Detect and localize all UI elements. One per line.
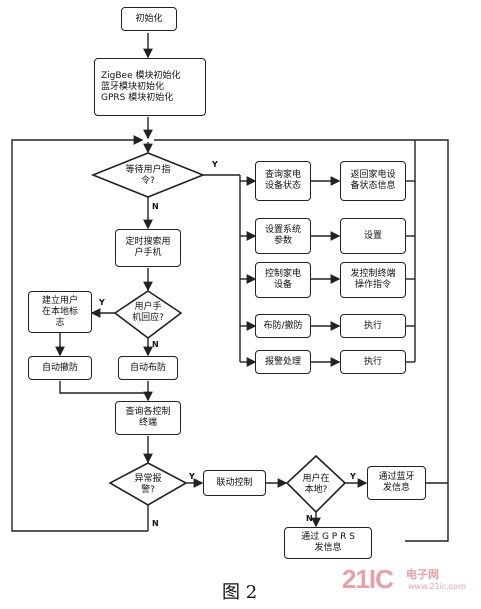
phone-no-label: N: [152, 340, 159, 349]
local-no-label: N: [306, 514, 313, 523]
modules-init-box: ZigBee 模块初始化 蓝牙模块初始化 GPRS 模块初始化: [94, 58, 206, 116]
execute1-box: 执行: [340, 314, 406, 338]
control-device-box: 控制家电 设备: [255, 262, 311, 298]
alarm-handle-label: 报警处理: [264, 356, 301, 367]
arm-disarm-label: 布防/撤防: [263, 320, 303, 331]
create-user-box: 建立用户 在本地标 志: [28, 291, 92, 333]
auto-arm-box: 自动布防: [118, 356, 178, 380]
init-label: 初始化: [135, 13, 163, 24]
arm-disarm-box: 布防/撤防: [255, 314, 311, 338]
create-user-label: 建立用户 在本地标 志: [41, 295, 78, 328]
set-box: 设置: [340, 218, 406, 254]
bluetooth-send-box: 通过蓝牙 发信息: [367, 466, 426, 500]
wait-command-label: 等待用户指 令?: [125, 165, 171, 186]
decision-local-shape: [285, 454, 347, 514]
query-device-label: 查询家电 设备状态: [264, 170, 301, 191]
auto-arm-label: 自动布防: [129, 362, 166, 373]
alarm-handle-box: 报警处理: [255, 350, 311, 374]
linkage-label: 联动控制: [216, 477, 253, 488]
execute1-label: 执行: [363, 320, 382, 331]
watermark-url: www.21ic.com: [408, 582, 466, 591]
init-box: 初始化: [121, 7, 177, 31]
gprs-send-label: 通过 G P R S 发信息: [301, 532, 355, 553]
user-local-label: 用户在 本地?: [302, 474, 330, 495]
linkage-control-box: 联动控制: [203, 470, 266, 496]
figure-caption: 图 2: [222, 582, 258, 603]
auto-disarm-box: 自动撤防: [28, 356, 92, 380]
search-phone-label: 定时搜索用 户手机: [125, 237, 171, 258]
send-control-box: 发控制终端 操作指令: [340, 262, 406, 298]
return-status-label: 返回家电设 备状态信息: [350, 170, 396, 191]
return-status-box: 返回家电设 备状态信息: [340, 161, 406, 201]
set-params-label: 设置系统 参数: [264, 225, 301, 246]
decision-phone-shape: [113, 290, 183, 340]
modules-label: ZigBee 模块初始化 蓝牙模块初始化 GPRS 模块初始化: [101, 70, 181, 103]
set-label: 设置: [363, 230, 382, 241]
local-yes-label: Y: [350, 472, 356, 481]
abnormal-alarm-label: 异常报 警?: [134, 474, 162, 495]
phone-yes-label: Y: [99, 298, 105, 307]
execute2-box: 执行: [340, 350, 406, 374]
send-control-label: 发控制终端 操作指令: [350, 269, 396, 290]
set-params-box: 设置系统 参数: [255, 218, 311, 254]
decision-wait-shape: [90, 152, 206, 198]
watermark-site: 电子网: [406, 568, 439, 581]
query-device-box: 查询家电 设备状态: [255, 161, 311, 201]
execute2-label: 执行: [363, 356, 382, 367]
decision-abnormal-shape: [108, 462, 188, 506]
wait-no-label: N: [152, 202, 159, 211]
control-device-label: 控制家电 设备: [264, 269, 301, 290]
abnormal-no-label: N: [152, 519, 159, 528]
abnormal-yes-label: Y: [189, 472, 195, 481]
query-terminals-label: 查询各控制 终端: [125, 407, 171, 428]
auto-disarm-label: 自动撤防: [41, 362, 78, 373]
wait-yes-label: Y: [212, 160, 218, 169]
phone-response-label: 用户手 机回应?: [132, 302, 164, 323]
query-terminals-box: 查询各控制 终端: [115, 401, 181, 435]
bluetooth-send-label: 通过蓝牙 发信息: [378, 472, 415, 493]
gprs-send-box: 通过 G P R S 发信息: [284, 527, 372, 559]
search-phone-box: 定时搜索用 户手机: [115, 229, 181, 267]
watermark-logo: 21IC: [342, 564, 394, 594]
